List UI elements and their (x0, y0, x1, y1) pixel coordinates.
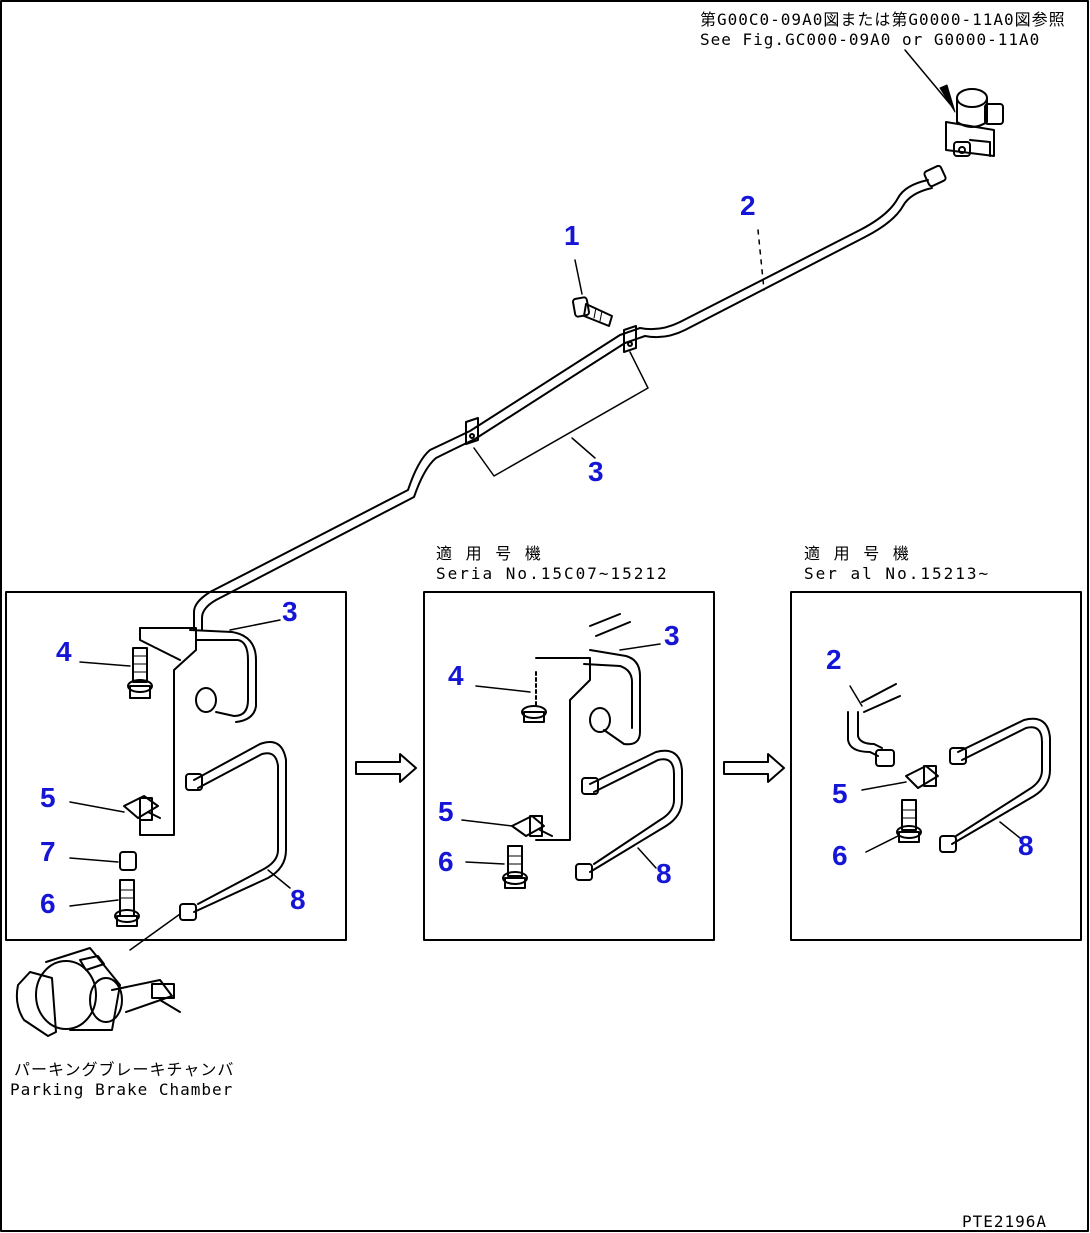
callout-right-2: 2 (826, 644, 842, 675)
callout-mid-8: 8 (656, 858, 672, 889)
right-panel-parts (847, 683, 1051, 853)
middle-panel (423, 591, 715, 941)
drawing-code: PTE2196A (962, 1212, 1048, 1231)
callout-left-3: 3 (282, 596, 298, 627)
callout-main-2: 2 (740, 190, 756, 221)
reference-note-english: See Fig.GC000-09A0 or G0000-11A0 (700, 30, 1041, 49)
callout-left-6: 6 (40, 888, 56, 919)
left-panel (5, 591, 347, 941)
reference-arrowhead (939, 84, 956, 113)
callout-right-5: 5 (832, 778, 848, 809)
middle-panel-header-serial: Seria No.15C07~15212 (436, 564, 669, 583)
callout-main-1: 1 (564, 220, 580, 251)
callout-right-6: 6 (832, 840, 848, 871)
chamber-label-japanese: パーキングブレーキチャンバ (14, 1060, 235, 1079)
middle-panel-header-jp: 適 用 号 機 (436, 544, 543, 563)
callout-left-8: 8 (290, 884, 306, 915)
arrow-to-right (723, 753, 785, 783)
callout-mid-4: 4 (448, 660, 464, 691)
right-panel (790, 591, 1082, 941)
callout-left-4: 4 (56, 636, 72, 667)
callout-left-7: 7 (40, 836, 56, 867)
middle-panel-parts (461, 613, 683, 889)
valve-assembly (945, 88, 1004, 157)
callout-mid-3: 3 (664, 620, 680, 651)
callout-mid-5: 5 (438, 796, 454, 827)
arrow-to-middle (355, 753, 417, 783)
clamp-lower (465, 417, 479, 445)
clamp-upper (623, 325, 637, 353)
reference-leader (904, 49, 951, 105)
callout-left-5: 5 (40, 782, 56, 813)
chamber-label-english: Parking Brake Chamber (10, 1080, 234, 1099)
callout-mid-6: 6 (438, 846, 454, 877)
clamp-leader (473, 351, 649, 477)
callout-main-3: 3 (588, 456, 604, 487)
left-panel-parts (69, 619, 291, 951)
parking-brake-chamber (15, 947, 181, 1037)
right-panel-header-jp: 適 用 号 機 (804, 544, 911, 563)
callout-right-8: 8 (1018, 830, 1034, 861)
bolt-1 (572, 259, 613, 327)
reference-note-japanese: 第G00C0-09A0図または第G0000-11A0図参照 (700, 10, 1066, 29)
right-panel-header-serial: Ser al No.15213~ (804, 564, 991, 583)
